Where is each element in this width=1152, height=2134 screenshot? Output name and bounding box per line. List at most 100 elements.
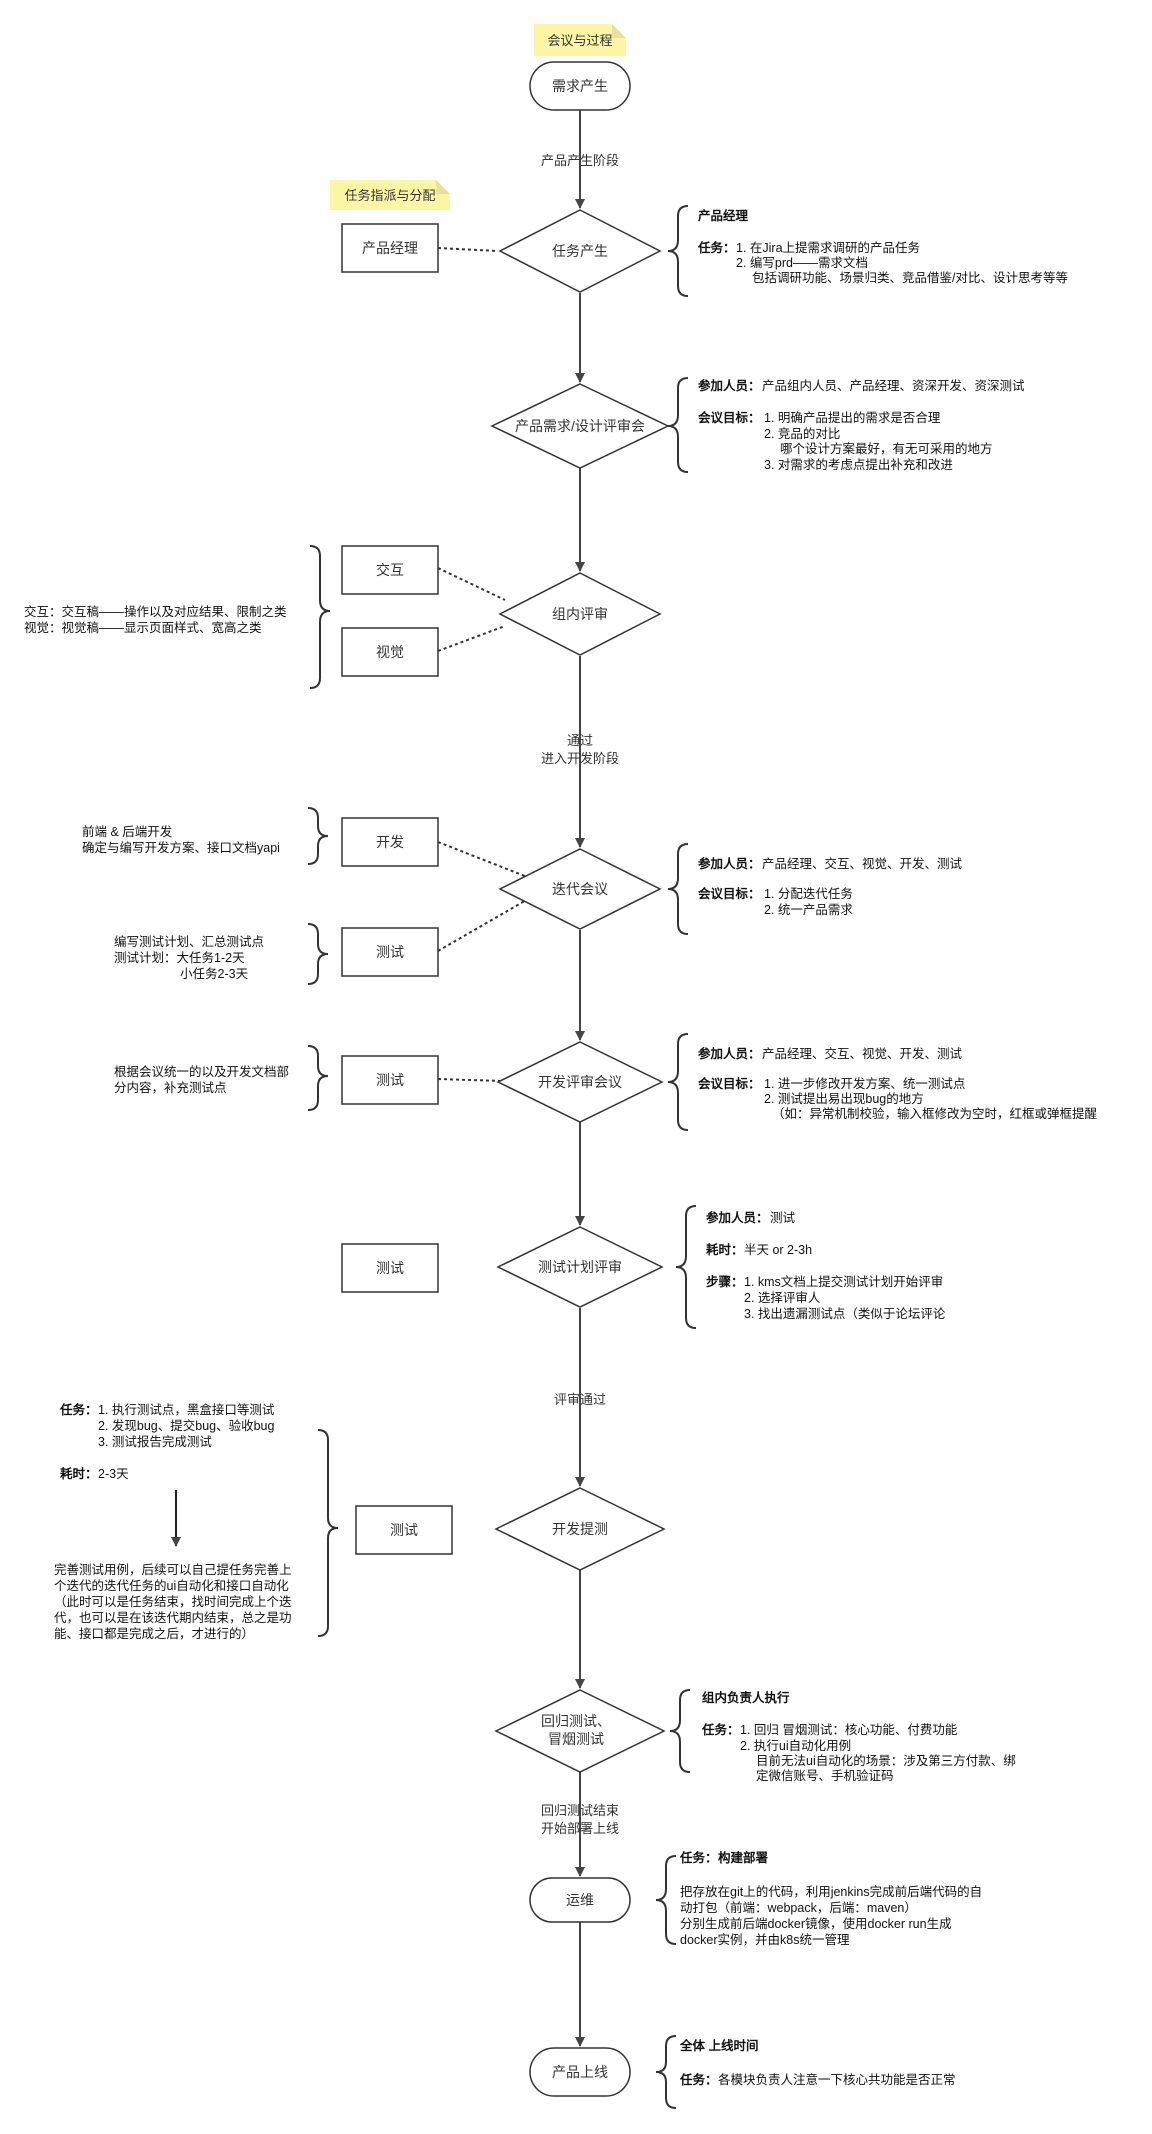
brace-release — [655, 2035, 677, 2109]
dotted-connectors — [437, 247, 536, 1082]
note-dev-left-line-1: 前端 & 后端开发 — [82, 824, 173, 839]
note-testplan-time-label: 耗时： — [706, 1242, 744, 1257]
note-ops-task: 构建部署 — [718, 1850, 769, 1865]
note-regression-task-2: 2. 执行ui自动化用例 — [740, 1739, 851, 1753]
note-test-left1-line-1: 编写测试计划、汇总测试点 — [114, 934, 264, 949]
note-submit-after-3: （此时可以是任务结束，找时间完成上个迭 — [54, 1594, 292, 1609]
sticky-meeting: 会议与过程 — [534, 24, 626, 56]
note-pm-line-2: 2. 编写prd——需求文档 — [736, 255, 868, 270]
note-iteration: 参加人员： 产品经理、交互、视觉、开发、测试 会议目标： 1. 分配迭代任务 2… — [698, 856, 963, 917]
node-start: 需求产生 — [529, 61, 631, 111]
note-group-review-line-2: 视觉：视觉稿——显示页面样式、宽高之类 — [24, 620, 262, 635]
side-box-pm-label: 产品经理 — [362, 240, 418, 256]
side-box-visual-label: 视觉 — [376, 644, 404, 660]
note-devreview-goal-label: 会议目标： — [698, 1076, 761, 1091]
node-ops-label: 运维 — [566, 1892, 594, 1908]
braces — [307, 205, 697, 2109]
side-box-dev-label: 开发 — [376, 834, 404, 850]
note-ops-line-4: docker实例，并由k8s统一管理 — [680, 1932, 850, 1947]
note-test-left1-line-3: 小任务2-3天 — [180, 966, 249, 981]
node-group-review: 组内评审 — [498, 572, 662, 656]
node-test-plan-review: 测试计划评审 — [496, 1226, 664, 1308]
node-group-review-label: 组内评审 — [552, 606, 608, 622]
brace-ops — [655, 1855, 677, 1945]
note-devreview-people: 产品经理、交互、视觉、开发、测试 — [762, 1046, 963, 1061]
note-ops-task-label: 任务： — [679, 1850, 718, 1865]
edge-label-passed-2: 进入开发阶段 — [541, 751, 619, 766]
edge-label-regression-done-2: 开始部署上线 — [541, 1821, 619, 1836]
note-release: 全体 上线时间 任务： 各模块负责人注意一下核心共功能是否正常 — [679, 2038, 956, 2087]
side-box-test1: 测试 — [341, 927, 439, 977]
side-box-test2: 测试 — [341, 1055, 439, 1105]
brace-pm — [667, 205, 689, 297]
brace-dev-left — [307, 807, 329, 865]
note-regression-task-1: 1. 回归 冒烟测试：核心功能、付费功能 — [740, 1722, 958, 1737]
note-dev-left-line-2: 确定与编写开发方案、接口文档yapi — [82, 840, 280, 855]
brace-group-review — [309, 545, 331, 689]
node-regression-label-1: 回归测试、 — [541, 1713, 611, 1729]
note-pm: 产品经理 任务： 1. 在Jira上提需求调研的产品任务 2. 编写prd——需… — [697, 208, 1068, 285]
note-ops-line-3: 分别生成前后端docker镜像，使用docker run生成 — [680, 1916, 952, 1931]
note-iteration-goal-1: 1. 分配迭代任务 — [764, 886, 853, 901]
note-submit-after-5: 能、接口都是完成之后，才进行的） — [54, 1626, 254, 1641]
note-submit-after-4: 代，也可以是在该迭代期内结束，总之是功 — [54, 1611, 292, 1625]
side-box-dev: 开发 — [341, 817, 439, 867]
note-submit-task-2: 2. 发现bug、提交bug、验收bug — [98, 1418, 275, 1433]
node-ops: 运维 — [529, 1877, 631, 1923]
note-design-goal-4: 3. 对需求的考虑点提出补充和改进 — [764, 457, 953, 472]
note-testplan-step-1: 1. kms文档上提交测试计划开始评审 — [744, 1274, 943, 1289]
node-iteration: 迭代会议 — [498, 848, 662, 930]
node-regression: 回归测试、 冒烟测试 — [494, 1689, 666, 1773]
note-design-goal-label: 会议目标： — [698, 410, 761, 425]
side-box-test1-label: 测试 — [376, 944, 404, 960]
note-testplan-steps-label: 步骤： — [706, 1274, 744, 1289]
node-design-review-label: 产品需求/设计评审会 — [515, 418, 645, 434]
note-design-people-label: 参加人员： — [698, 378, 761, 393]
node-test-plan-review-label: 测试计划评审 — [538, 1259, 622, 1275]
note-design-people: 产品组内人员、产品经理、资深开发、资深测试 — [762, 378, 1025, 393]
note-dev-submit-left: 任务： 1. 执行测试点，黑盒接口等测试 2. 发现bug、提交bug、验收bu… — [54, 1402, 292, 1641]
node-design-review: 产品需求/设计评审会 — [490, 383, 670, 469]
brace-test-left1 — [307, 923, 329, 985]
note-design-goal-1: 1. 明确产品提出的需求是否合理 — [764, 410, 941, 425]
side-box-test3: 测试 — [341, 1243, 439, 1293]
sticky-task-label: 任务指派与分配 — [344, 188, 435, 203]
node-task-gen: 任务产生 — [498, 209, 662, 293]
note-test-left2-line-1: 根据会议统一的以及开发文档部 — [114, 1064, 289, 1079]
side-box-interaction: 交互 — [341, 545, 439, 595]
note-submit-task-1: 1. 执行测试点，黑盒接口等测试 — [98, 1402, 275, 1417]
note-submit-time-label: 耗时： — [60, 1466, 98, 1481]
note-devreview-goal-3: （如：异常机制校验，输入框修改为空时，红框或弹框提醒 — [772, 1106, 1098, 1121]
side-box-test3-label: 测试 — [376, 1260, 404, 1276]
note-testplan-time: 半天 or 2-3h — [744, 1243, 812, 1257]
side-box-test4-label: 测试 — [390, 1522, 418, 1538]
note-test-left1: 编写测试计划、汇总测试点 测试计划：大任务1-2天 小任务2-3天 — [114, 934, 264, 981]
brace-dev-review — [667, 1033, 689, 1131]
note-testplan-people-label: 参加人员： — [706, 1210, 769, 1225]
note-regression-title: 组内负责人执行 — [702, 1690, 790, 1705]
edge-label-review-passed: 评审通过 — [554, 1392, 606, 1407]
brace-iteration — [667, 843, 689, 935]
note-regression-task-4: 定微信账号、手机验证码 — [756, 1768, 894, 1783]
side-box-interaction-label: 交互 — [376, 562, 404, 578]
note-submit-time: 2-3天 — [98, 1467, 129, 1481]
node-dev-review-label: 开发评审会议 — [538, 1074, 622, 1090]
note-ops: 任务： 构建部署 把存放在git上的代码，利用jenkins完成前后端代码的自 … — [679, 1850, 982, 1947]
sticky-meeting-label: 会议与过程 — [547, 33, 612, 48]
note-group-review-line-1: 交互：交互稿——操作以及对应结果、限制之类 — [24, 604, 287, 619]
note-iteration-goal-2: 2. 统一产品需求 — [764, 903, 853, 917]
note-regression-task-3: 目前无法ui自动化的场景：涉及第三方付款、绑 — [756, 1753, 1016, 1768]
note-devreview-people-label: 参加人员： — [698, 1046, 761, 1061]
note-pm-task-label: 任务： — [697, 240, 736, 255]
side-box-visual: 视觉 — [341, 627, 439, 677]
brace-design-review — [667, 377, 689, 473]
note-dev-review: 参加人员： 产品经理、交互、视觉、开发、测试 会议目标： 1. 进一步修改开发方… — [698, 1046, 1098, 1121]
note-devreview-goal-2: 2. 测试提出易出现bug的地方 — [764, 1091, 924, 1106]
edge-label-product-phase: 产品产生阶段 — [541, 153, 619, 168]
node-task-gen-label: 任务产生 — [552, 243, 608, 259]
note-testplan-step-3: 3. 找出遗漏测试点（类似于论坛评论 — [744, 1306, 946, 1321]
note-group-review: 交互：交互稿——操作以及对应结果、限制之类 视觉：视觉稿——显示页面样式、宽高之… — [24, 604, 287, 635]
brace-test-left2 — [307, 1045, 329, 1111]
note-test-plan: 参加人员： 测试 耗时： 半天 or 2-3h 步骤： 1. kms文档上提交测… — [706, 1210, 946, 1321]
note-iteration-people-label: 参加人员： — [698, 856, 761, 871]
